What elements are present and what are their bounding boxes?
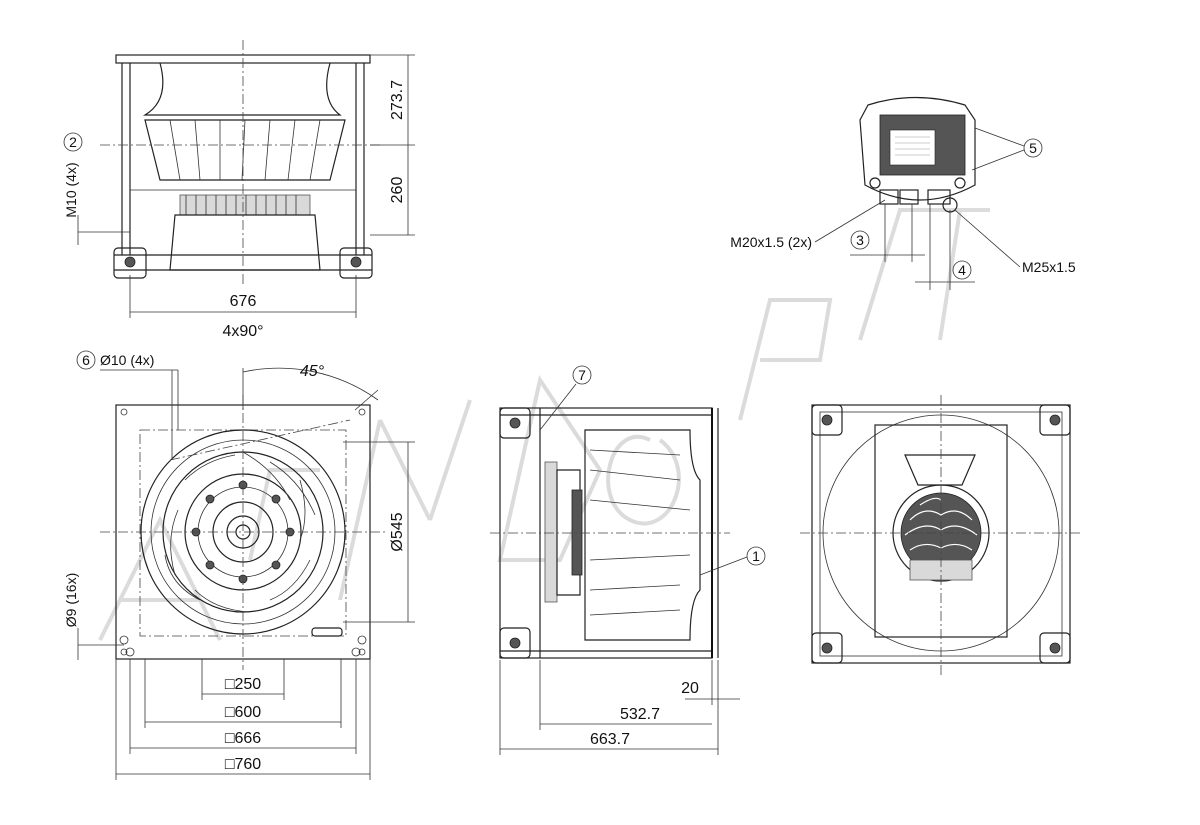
dim-depth-20: 20: [681, 680, 699, 697]
rear-view: [800, 395, 1082, 675]
callout-6: [76, 350, 96, 370]
label-hole9: Ø9 (16x): [63, 573, 79, 627]
callout-7: [572, 365, 592, 385]
dim-height-bottom: 260: [389, 177, 406, 204]
callout-3: [850, 230, 870, 250]
impeller: [144, 119, 346, 181]
impeller-side: [584, 429, 701, 641]
label-m20: M20x1.5 (2x): [730, 234, 812, 250]
dim-square-760: □760: [225, 756, 261, 773]
dim-height-top: 273.7: [389, 80, 406, 120]
label-hole10: Ø10 (4x): [100, 352, 154, 368]
svg-text:2: 2: [69, 134, 77, 150]
terminal-box: [859, 96, 976, 201]
motor-body: [179, 194, 311, 216]
front-view-top: 273.7 260 676 M10 (4x) 2: [63, 40, 415, 318]
dim-dia-545: Ø545: [389, 512, 406, 551]
dim-square-250: □250: [225, 676, 261, 693]
dim-angle-pitch: 4x90°: [222, 323, 263, 340]
dim-depth-532: 532.7: [620, 706, 660, 723]
dim-square-666: □666: [225, 730, 261, 747]
callout-2: [63, 132, 83, 152]
callout-1: [746, 546, 766, 566]
callout-5: [1023, 138, 1043, 158]
terminal-box-view: 3 4 5 M20x1.5 (2x) M25x1.5: [730, 96, 1076, 290]
svg-text:1: 1: [752, 548, 760, 564]
dim-depth-663: 663.7: [590, 731, 630, 748]
svg-text:3: 3: [856, 232, 864, 248]
dim-square-600: □600: [225, 704, 261, 721]
svg-text:7: 7: [578, 367, 586, 383]
svg-text:4: 4: [958, 262, 966, 278]
side-view: 7 1 20 532.7 663.7: [490, 365, 766, 755]
inlet-cone: [142, 62, 342, 116]
svg-text:5: 5: [1029, 140, 1037, 156]
dim-width-front: 676: [230, 293, 257, 310]
callout-4: [952, 260, 972, 280]
label-m25: M25x1.5: [1022, 259, 1076, 275]
svg-text:6: 6: [82, 352, 90, 368]
label-m10: M10 (4x): [63, 162, 79, 217]
dim-angle-45: 45°: [300, 363, 325, 380]
watermark: [98, 208, 990, 641]
inlet-view: 4x90° 45° 6 Ø10 (4x) Ø545 Ø9 (16x) □250 …: [63, 323, 415, 780]
